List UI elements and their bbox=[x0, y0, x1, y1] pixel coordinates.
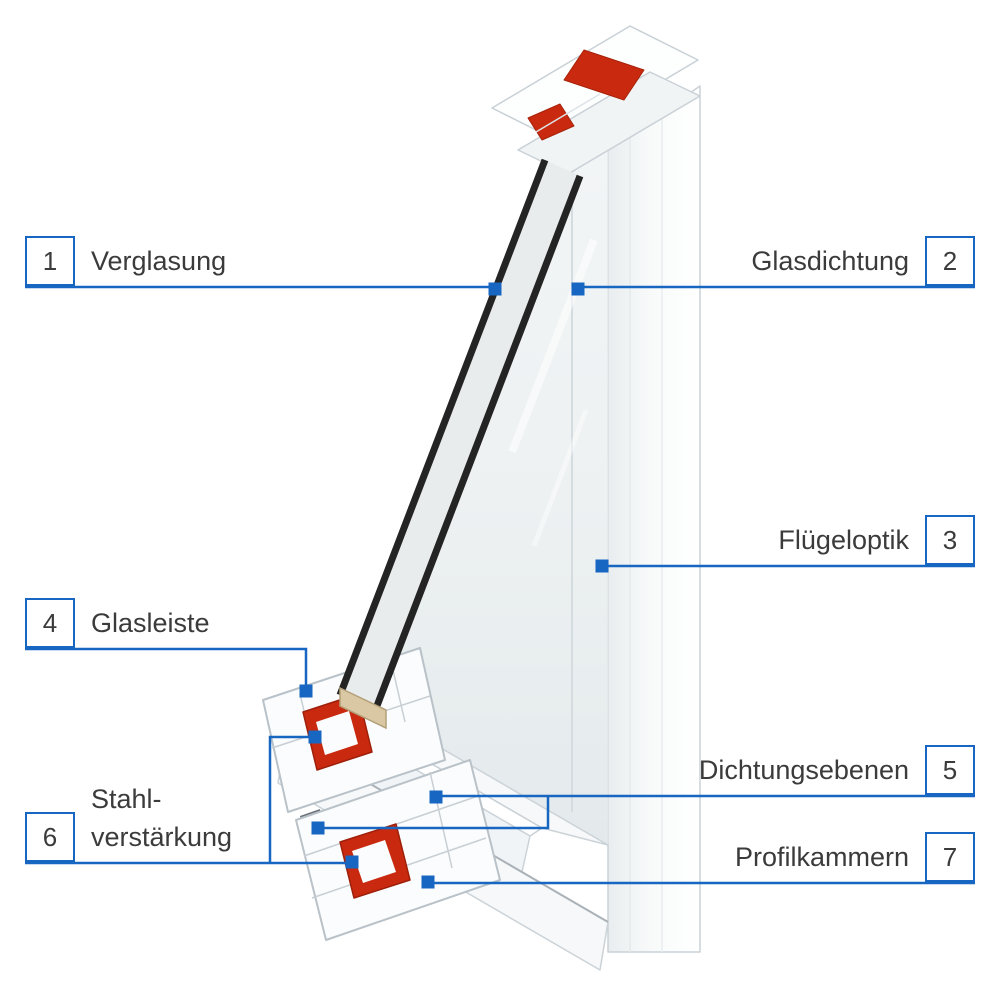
callout-4-label: Glasleiste bbox=[91, 608, 210, 638]
marker-5a-dichtungsebene bbox=[429, 790, 443, 804]
leader-line-6-branch bbox=[268, 735, 315, 863]
callout-4-number-box: 4 bbox=[25, 598, 75, 648]
callout-5-label: Dichtungsebenen bbox=[698, 755, 909, 785]
marker-2-glasdichtung bbox=[571, 282, 585, 296]
callout-2-number: 2 bbox=[942, 245, 958, 276]
callout-2-label: Glasdichtung bbox=[751, 246, 909, 276]
steel-reinforcement-lower-hollow bbox=[352, 840, 396, 883]
callout-5-number-box: 5 bbox=[925, 745, 975, 795]
callout-3-number-box: 3 bbox=[925, 515, 975, 565]
callout-3-number: 3 bbox=[942, 524, 958, 555]
callout-7-number: 7 bbox=[942, 841, 958, 872]
leader-lines bbox=[25, 285, 975, 885]
steel-reinforcement-upper-hollow bbox=[316, 711, 358, 755]
callout-row-1: 1 Verglasung bbox=[25, 236, 226, 286]
callout-row-7: 7 Profilkammern bbox=[735, 832, 975, 882]
callout-7-label: Profilkammern bbox=[734, 842, 909, 872]
callout-6-label: Stahl- verstärkung bbox=[91, 784, 233, 852]
leader-line-5-branch bbox=[318, 796, 550, 830]
callout-1-number: 1 bbox=[42, 245, 58, 276]
marker-7-profilkammern bbox=[421, 875, 435, 889]
marker-6a-stahlverstaerkung bbox=[308, 730, 322, 744]
callout-3-label: Flügeloptik bbox=[778, 525, 909, 555]
callout-row-5: 5 Dichtungsebenen bbox=[699, 745, 975, 795]
callout-row-3: 3 Flügeloptik bbox=[778, 515, 975, 565]
callout-6-number: 6 bbox=[42, 821, 58, 852]
marker-5b-dichtungsebene bbox=[311, 821, 325, 835]
top-steel-insert bbox=[563, 49, 645, 101]
callout-5-number: 5 bbox=[942, 754, 958, 785]
callout-1-label: Verglasung bbox=[91, 246, 227, 276]
callout-2-number-box: 2 bbox=[925, 236, 975, 286]
jamb-face bbox=[607, 85, 701, 953]
glass-spacer bbox=[339, 686, 387, 730]
frame-chamber-line-3 bbox=[429, 771, 453, 869]
marker-4-glasleiste bbox=[299, 684, 313, 698]
top-detail-line bbox=[535, 93, 601, 133]
callout-6-number-box: 6 bbox=[25, 812, 75, 862]
leader-line-4 bbox=[25, 647, 308, 688]
callout-1-number-box: 1 bbox=[25, 236, 75, 286]
marker-6b-stahlverstaerkung bbox=[345, 855, 359, 869]
glazing-unit bbox=[336, 158, 584, 730]
callout-7-number-box: 7 bbox=[925, 832, 975, 882]
callout-row-2: 2 Glasdichtung bbox=[751, 236, 975, 286]
callout-row-6: 6 Stahl- verstärkung bbox=[25, 784, 232, 862]
callout-4-number: 4 bbox=[42, 607, 58, 638]
top-gasket bbox=[527, 103, 575, 141]
marker-3-fluegeloptik bbox=[595, 559, 609, 573]
glass-streak-1 bbox=[508, 238, 598, 454]
leader-markers bbox=[299, 282, 609, 889]
right-frame bbox=[607, 85, 701, 953]
glass-streak-2 bbox=[531, 409, 589, 547]
frame-cut-section bbox=[295, 759, 501, 941]
inter-pane-fill bbox=[340, 160, 580, 711]
glass-pane-inner bbox=[371, 174, 584, 713]
marker-1-verglasung bbox=[488, 282, 502, 296]
callout-row-4: 4 Glasleiste bbox=[25, 598, 210, 648]
glass-pane-outer bbox=[336, 158, 549, 697]
